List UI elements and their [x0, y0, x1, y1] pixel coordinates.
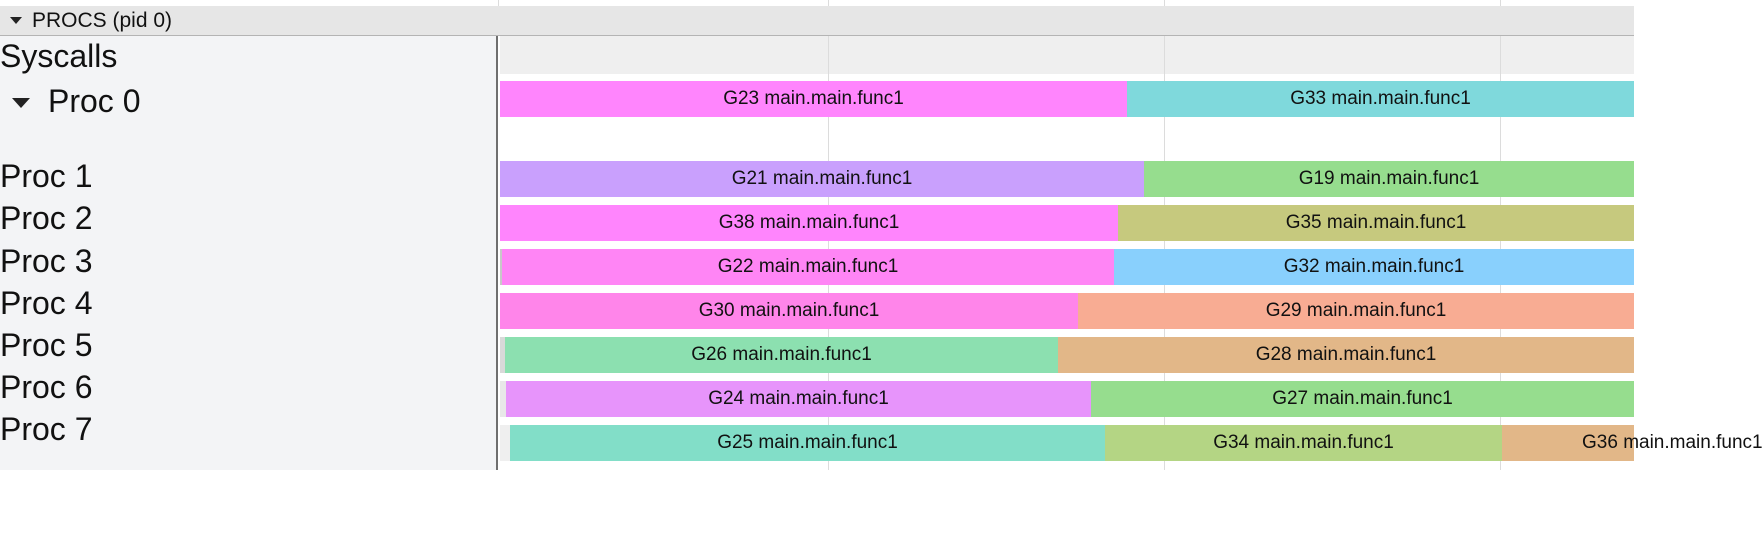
track-label-column: Syscalls Proc 0 Proc 1 Proc 2 Proc 3 Pro… [0, 36, 498, 470]
expand-triangle-icon[interactable] [12, 98, 30, 108]
thread-slice[interactable]: G24 main.main.func1 [506, 381, 1091, 417]
thread-slice[interactable]: G26 main.main.func1 [505, 337, 1058, 373]
collapse-triangle-icon[interactable] [10, 17, 22, 24]
thread-slice[interactable]: G27 main.main.func1 [1091, 381, 1634, 417]
thread-slice[interactable]: G36 main.main.func1 [1502, 425, 1763, 461]
idle-sliver [500, 381, 506, 417]
proc-label-7[interactable]: Proc 7 [0, 411, 93, 447]
thread-slice[interactable]: G21 main.main.func1 [500, 161, 1144, 197]
proc-label-1[interactable]: Proc 1 [0, 158, 93, 194]
idle-sliver [500, 249, 502, 285]
thread-slice[interactable]: G29 main.main.func1 [1078, 293, 1634, 329]
proc-label-6[interactable]: Proc 6 [0, 369, 93, 405]
thread-slice[interactable]: G28 main.main.func1 [1058, 337, 1634, 373]
thread-slice[interactable]: G30 main.main.func1 [500, 293, 1078, 329]
thread-slice[interactable]: G25 main.main.func1 [510, 425, 1105, 461]
top-gap [0, 0, 1634, 6]
syscalls-label: Syscalls [0, 38, 118, 74]
thread-slice[interactable]: G32 main.main.func1 [1114, 249, 1634, 285]
proc-label-3[interactable]: Proc 3 [0, 243, 93, 279]
thread-slice[interactable]: G38 main.main.func1 [500, 205, 1118, 241]
idle-sliver [500, 337, 505, 373]
thread-slice[interactable]: G22 main.main.func1 [502, 249, 1114, 285]
proc-label-5[interactable]: Proc 5 [0, 327, 93, 363]
thread-slice[interactable]: G35 main.main.func1 [1118, 205, 1634, 241]
thread-slice[interactable]: G33 main.main.func1 [1127, 81, 1634, 117]
proc-label-4[interactable]: Proc 4 [0, 285, 93, 321]
syscalls-track[interactable] [500, 36, 1634, 74]
thread-slice[interactable]: G34 main.main.func1 [1105, 425, 1502, 461]
procs-group-title: PROCS (pid 0) [32, 8, 173, 32]
thread-slice[interactable]: G19 main.main.func1 [1144, 161, 1634, 197]
timeline-track-area[interactable]: G23 main.main.func1 G33 main.main.func1 … [500, 36, 1763, 470]
procs-group-header[interactable]: PROCS (pid 0) [0, 6, 1634, 36]
proc-label-0[interactable]: Proc 0 [48, 83, 141, 119]
thread-slice[interactable]: G23 main.main.func1 [500, 81, 1127, 117]
proc-label-2[interactable]: Proc 2 [0, 200, 93, 236]
